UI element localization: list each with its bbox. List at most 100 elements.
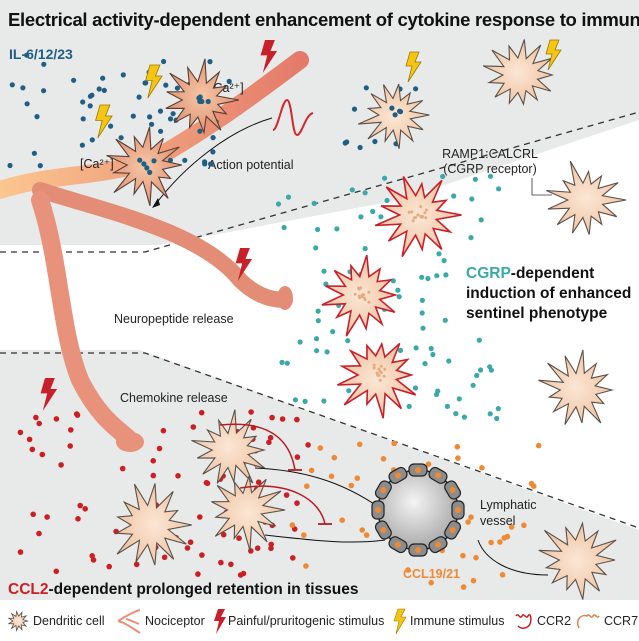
vesicle bbox=[144, 165, 150, 171]
molecule-dot bbox=[425, 461, 432, 468]
molecule-dot bbox=[294, 416, 300, 423]
molecule-dot bbox=[301, 532, 307, 538]
molecule-dot bbox=[289, 522, 296, 528]
molecule-dot bbox=[334, 226, 340, 232]
molecule-dot bbox=[210, 135, 216, 141]
neuropeptide-release-label: Neuropeptide release bbox=[114, 312, 234, 326]
ccr7-icon bbox=[576, 614, 600, 629]
molecule-dot bbox=[106, 563, 112, 570]
molecule-dot bbox=[478, 217, 484, 223]
molecule-dot bbox=[348, 482, 355, 489]
molecule-dot bbox=[279, 416, 286, 422]
ccl19-dot bbox=[415, 547, 421, 553]
molecule-dot bbox=[150, 472, 157, 479]
molecule-dot bbox=[36, 530, 42, 537]
molecule-dot bbox=[473, 554, 479, 561]
molecule-dot bbox=[314, 348, 320, 354]
molecule-dot bbox=[406, 403, 412, 409]
ccr2-icon bbox=[515, 613, 532, 629]
ccl19-dot bbox=[395, 472, 401, 479]
vesicle bbox=[141, 161, 147, 167]
molecule-dot bbox=[149, 121, 155, 127]
molecule-dot bbox=[405, 567, 411, 573]
molecule-dot bbox=[89, 137, 95, 143]
lymphatic-vessel bbox=[371, 463, 465, 557]
molecule-dot bbox=[359, 527, 366, 533]
molecule-dot bbox=[294, 454, 301, 460]
vesicle bbox=[197, 98, 203, 104]
molecule-dot bbox=[396, 294, 402, 300]
vesicle bbox=[377, 367, 381, 371]
figure-title: Electrical activity-dependent enhancemen… bbox=[8, 9, 639, 30]
receptor-pointer bbox=[531, 178, 552, 196]
molecule-dot bbox=[254, 545, 261, 551]
molecule-dot bbox=[331, 454, 338, 461]
molecule-dot bbox=[210, 149, 216, 155]
molecule-dot bbox=[419, 310, 425, 316]
dendritic-cell-icon bbox=[7, 610, 30, 632]
molecule-dot bbox=[397, 347, 404, 353]
molecule-dot bbox=[31, 150, 37, 156]
molecule-dot bbox=[363, 85, 369, 91]
molecule-dot bbox=[304, 483, 310, 490]
molecule-dot bbox=[160, 427, 167, 434]
molecule-dot bbox=[460, 584, 467, 590]
molecule-dot bbox=[356, 441, 363, 448]
molecule-dot bbox=[311, 200, 317, 206]
molecule-dot bbox=[390, 278, 396, 284]
molecule-dot bbox=[195, 571, 201, 577]
nociceptor-icon bbox=[117, 609, 141, 634]
molecule-dot bbox=[267, 434, 274, 441]
molecule-dot bbox=[487, 364, 493, 370]
molecule-dot bbox=[34, 114, 40, 120]
molecule-dot bbox=[297, 339, 303, 345]
cgrp-heading-line3: sentinel phenotype bbox=[466, 305, 608, 322]
molecule-dot bbox=[441, 258, 447, 264]
molecule-dot bbox=[455, 455, 461, 461]
svg-text:CCR7: CCR7 bbox=[604, 614, 638, 628]
svg-text:CCR2: CCR2 bbox=[537, 614, 571, 628]
molecule-dot bbox=[380, 456, 387, 462]
molecule-dot bbox=[384, 197, 390, 204]
molecule-dot bbox=[351, 106, 358, 112]
vesicle bbox=[151, 158, 157, 164]
cgrp-heading-line2: induction of enhanced bbox=[466, 285, 631, 302]
molecule-dot bbox=[468, 235, 474, 241]
molecule-dot bbox=[237, 572, 244, 578]
molecule-dot bbox=[207, 59, 213, 65]
molecule-dot bbox=[313, 336, 320, 342]
calcium-label-2: [Ca²⁺] bbox=[80, 157, 114, 171]
molecule-dot bbox=[266, 439, 272, 446]
molecule-dot bbox=[226, 78, 232, 84]
molecule-dot bbox=[77, 502, 83, 509]
molecule-dot bbox=[468, 514, 474, 520]
vesicle bbox=[383, 367, 387, 371]
svg-text:Dendritic cell: Dendritic cell bbox=[33, 614, 105, 628]
legend-item-dendritic-cell: Dendritic cell bbox=[7, 610, 105, 632]
yellow-lightning-icon bbox=[95, 104, 113, 139]
divider-bottom bbox=[0, 352, 639, 529]
molecule-dot bbox=[147, 114, 153, 120]
yellow-lightning-icon bbox=[545, 39, 562, 71]
molecule-dot bbox=[67, 443, 73, 449]
vesicle bbox=[362, 293, 366, 297]
vessel-label-line1: Lymphatic bbox=[480, 498, 537, 512]
molecule-dot bbox=[248, 548, 254, 554]
molecule-dot bbox=[119, 465, 126, 472]
molecule-dot bbox=[90, 557, 97, 563]
molecule-dot bbox=[469, 196, 475, 202]
molecule-dot bbox=[330, 329, 336, 335]
molecule-dot bbox=[474, 372, 480, 379]
molecule-dot bbox=[29, 446, 36, 453]
molecule-dot bbox=[497, 539, 503, 545]
molecule-dot bbox=[9, 82, 15, 88]
legend-item-ccr2: CCR2 bbox=[515, 613, 571, 629]
svg-text:Nociceptor: Nociceptor bbox=[145, 614, 205, 628]
molecule-dot bbox=[454, 444, 461, 450]
molecule-dot bbox=[501, 535, 508, 541]
dendritic-cells bbox=[106, 39, 627, 600]
molecule-dot bbox=[354, 475, 361, 482]
vesicle bbox=[382, 374, 386, 378]
molecule-dot bbox=[17, 429, 24, 436]
